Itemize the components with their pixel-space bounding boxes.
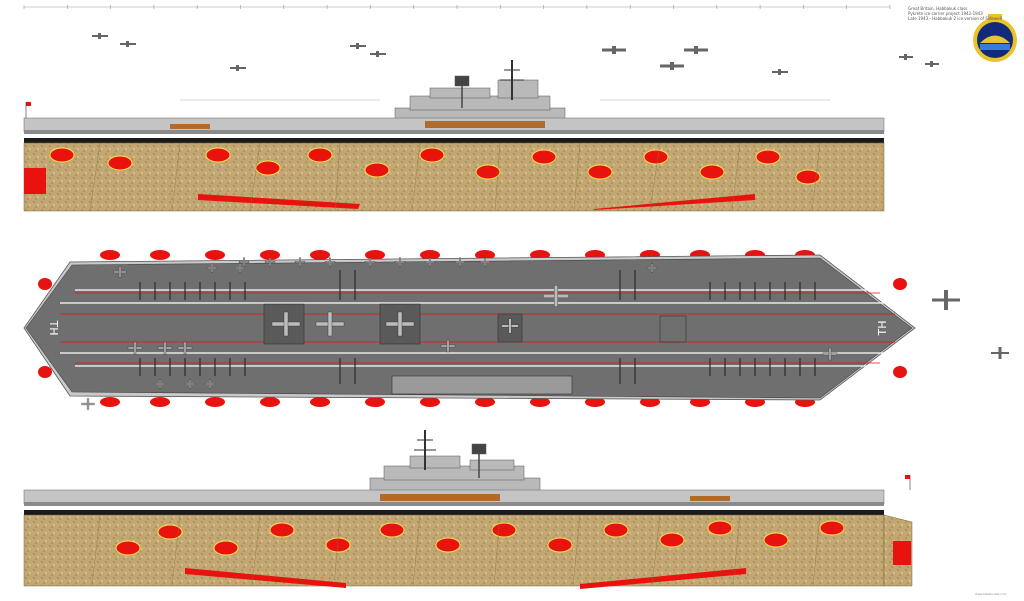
island-superstructure-lower <box>369 430 541 493</box>
propulsion-pods-upper <box>49 147 821 185</box>
parked-aircraft <box>81 257 838 410</box>
drawing-caption: Great Britain, Habbakuk class Pykrete ic… <box>908 6 1002 21</box>
caption-line-3: Late 1943 - Habbakuk 2 ice version of Si… <box>908 16 1002 21</box>
runway-lines <box>60 289 895 367</box>
aircraft-silhouettes <box>92 33 1009 359</box>
bow-marking: TH <box>47 320 60 336</box>
scale-ticks <box>23 5 891 9</box>
island-plan <box>391 375 573 395</box>
pykrete-hull-upper <box>23 142 885 212</box>
caption-line-2: Pykrete ice carrier project 1942-1943 <box>908 11 983 16</box>
stern-marking: TH <box>876 321 889 337</box>
hull-panel-lines <box>89 142 821 212</box>
caption-line-1: Great Britain, Habbakuk class <box>908 6 968 11</box>
plan-view-flight-deck: TH TH <box>23 250 916 410</box>
propulsion-pods-lower <box>115 520 845 556</box>
arrestor-wires <box>139 270 816 384</box>
credit-text: www.shipbucket.com <box>975 592 1007 596</box>
side-profile-lower <box>23 430 913 589</box>
ship-badge-crest <box>973 14 1017 62</box>
side-profile-upper <box>23 60 885 212</box>
island-superstructure <box>394 60 566 123</box>
plan-pods <box>38 278 907 378</box>
